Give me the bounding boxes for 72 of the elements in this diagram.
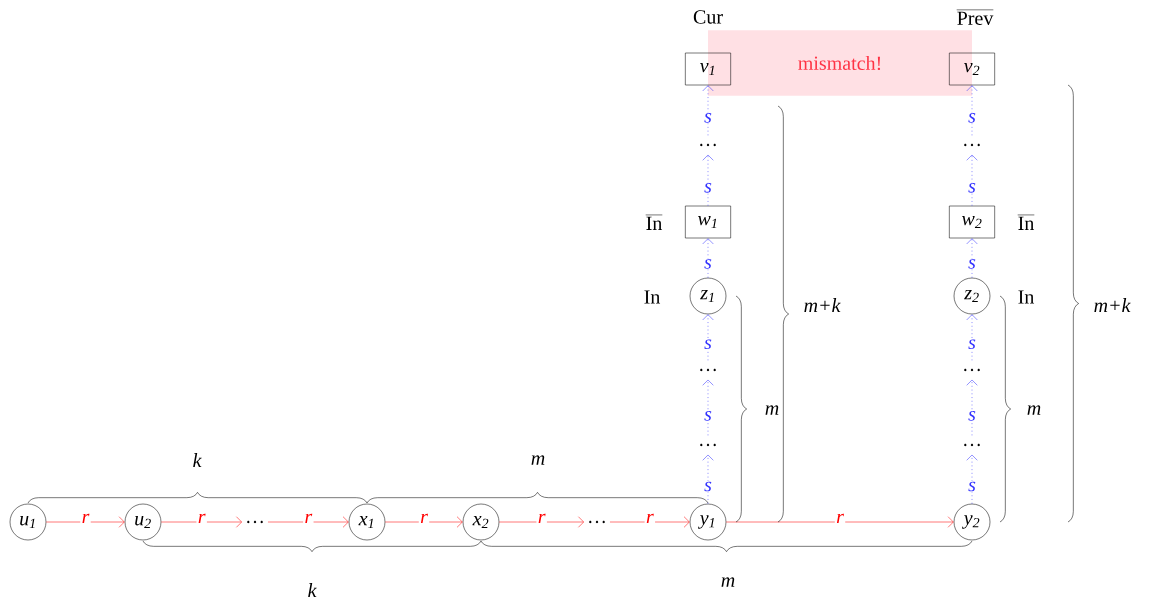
arrow <box>966 314 978 361</box>
node-label: In <box>645 214 663 230</box>
brace-label: m <box>765 405 779 415</box>
edge-label: r <box>418 512 430 525</box>
arrow <box>702 379 714 436</box>
circle-node: z$_{1}$ <box>689 277 727 315</box>
node-label: In <box>1017 214 1035 230</box>
arrow <box>46 516 125 528</box>
edge-label: s <box>703 481 713 492</box>
arrow <box>702 85 714 136</box>
ellipsis: … <box>964 143 980 147</box>
edge-label: r <box>303 512 314 525</box>
edge-label: s <box>703 182 713 194</box>
node-label: In <box>644 290 661 304</box>
circle-node: y$_{2}$ <box>953 503 991 541</box>
edge-label: s <box>703 338 713 350</box>
edge-label: s <box>967 258 977 270</box>
circle-node: u$_{2}$ <box>124 503 162 541</box>
edge-label: s <box>967 410 977 422</box>
arrow <box>702 154 714 206</box>
arrow <box>267 516 349 528</box>
edge-label: s <box>703 410 713 422</box>
arrow <box>702 454 714 504</box>
ellipsis: … <box>700 143 716 147</box>
column-label: Prev <box>956 9 994 25</box>
edge-label: r <box>80 512 91 525</box>
edge-label: s <box>967 112 977 124</box>
arrow <box>385 516 463 528</box>
edge-label: r <box>536 512 547 525</box>
arrow <box>966 379 978 436</box>
box-node: v$_{1}$ <box>685 52 731 86</box>
arrow <box>726 516 954 528</box>
brace-label: k <box>193 453 202 467</box>
edge-label: r <box>834 512 846 525</box>
arrow <box>499 516 584 528</box>
edge-label: s <box>967 481 977 492</box>
arrow <box>966 85 978 136</box>
brace-label: m+k <box>804 298 841 312</box>
arrow <box>966 154 978 206</box>
edge-label: s <box>703 258 713 270</box>
arrow <box>609 516 690 528</box>
circle-node: z$_{2}$ <box>953 277 991 315</box>
circle-node: y$_{1}$ <box>689 503 727 541</box>
box-node: v$_{2}$ <box>949 52 995 86</box>
edge-label: s <box>703 112 713 124</box>
edge-label: r <box>644 512 656 525</box>
brace-label: m+k <box>1094 298 1131 312</box>
circle-node: x$_{1}$ <box>348 503 386 541</box>
edge-label: r <box>196 512 207 525</box>
brace-label: k <box>308 583 317 597</box>
arrow <box>702 314 714 361</box>
brace-label: m <box>1027 405 1041 415</box>
column-label: Cur <box>693 10 723 24</box>
arrow <box>966 238 978 278</box>
box-node: w$_{2}$ <box>949 205 995 239</box>
circle-node: u$_{1}$ <box>9 503 47 541</box>
ellipsis: … <box>964 368 980 372</box>
ellipsis: … <box>589 520 605 524</box>
arrow <box>966 454 978 504</box>
brace-label: m <box>721 577 735 587</box>
brace-label: m <box>531 455 545 465</box>
edge-label: s <box>967 182 977 194</box>
ellipsis: … <box>700 443 716 447</box>
circle-node: x$_{2}$ <box>462 503 500 541</box>
arrow <box>702 238 714 278</box>
box-node: w$_{1}$ <box>685 205 731 239</box>
node-label: In <box>1018 290 1035 304</box>
ellipsis: … <box>964 443 980 447</box>
edge-label: s <box>967 338 977 350</box>
ellipsis: … <box>247 520 263 524</box>
arrow <box>161 516 242 528</box>
ellipsis: … <box>700 368 716 372</box>
